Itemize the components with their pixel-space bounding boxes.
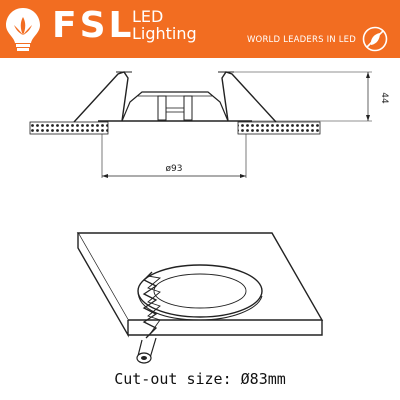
cutout-size-caption: Cut-out size: Ø83mm (114, 370, 286, 388)
diameter-dimension-label: ø93 (166, 164, 183, 174)
perspective-view (76, 232, 324, 364)
side-view: 44 ø93 (29, 71, 389, 178)
height-dimension-label: 44 (379, 92, 389, 104)
ceiling-section-left (29, 121, 109, 135)
spring-coil (142, 271, 158, 339)
lotus-bulb-icon (6, 8, 40, 51)
leaf-slash-icon (362, 26, 388, 52)
brand-name: FSL (52, 5, 135, 46)
header-banner: FSL LED Lighting WORLD LEADERS IN LED (0, 0, 400, 58)
ceiling-section-right (237, 121, 321, 135)
spring-clip-right (221, 71, 277, 123)
tagline: WORLD LEADERS IN LED (246, 35, 356, 45)
spring-clip-left (73, 71, 129, 123)
technical-drawing: 44 ø93 (29, 71, 389, 364)
brand-subtitle: LED Lighting (132, 7, 197, 43)
